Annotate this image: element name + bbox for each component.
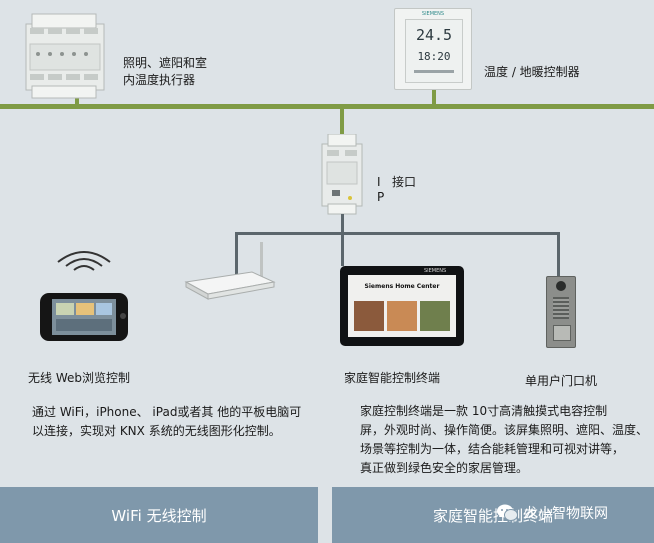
thermostat-screen: 24.5 18:20	[405, 19, 463, 83]
knx-bus-line	[0, 104, 654, 109]
wechat-icon	[496, 503, 518, 523]
footer-left-bar: WiFi 无线控制	[0, 487, 318, 543]
thermostat-device: SIEMENS 24.5 18:20	[394, 8, 472, 90]
thermostat-temperature: 24.5	[406, 26, 462, 44]
door-unit-label: 单用户门口机	[525, 372, 597, 391]
terminal-description: 家庭控制终端是一款 10寸高清触摸式电容控制 屏，外观时尚、操作简便。该屏集照明…	[360, 402, 652, 478]
ip-label-p: P	[377, 188, 384, 207]
smartphone-screen	[52, 299, 116, 335]
bus-drop-thermostat	[432, 88, 436, 106]
ip-interface-icon	[318, 134, 366, 216]
smartphone-home-button	[120, 313, 126, 319]
home-terminal-label: 家庭智能控制终端	[344, 369, 440, 388]
wifi-signal-icon	[52, 244, 116, 274]
router-icon	[182, 242, 278, 302]
home-terminal-screen: Siemens Home Center	[348, 275, 456, 337]
watermark-text: 龙小智物联网	[524, 503, 608, 523]
terminal-description-line1: 家庭控制终端是一款 10寸高清触摸式电容控制	[360, 402, 652, 421]
door-station-device	[546, 276, 576, 348]
home-terminal-brand: SIEMENS	[424, 268, 446, 274]
wire-trunk	[341, 214, 344, 234]
footer-left-title: WiFi 无线控制	[111, 505, 206, 526]
door-station-grille	[553, 297, 569, 319]
door-station-button	[553, 325, 571, 341]
terminal-description-line2: 屏，外观时尚、操作简便。该屏集照明、遮阳、温度、	[360, 421, 652, 440]
thermostat-time: 18:20	[406, 50, 462, 63]
wifi-description-line2: 以连接，实现对 KNX 系统的无线图形化控制。	[32, 422, 322, 441]
ip-label-text: 接口	[392, 173, 416, 192]
wire-horizontal	[235, 232, 560, 235]
door-station-camera	[556, 281, 566, 291]
wire-drop-door	[557, 232, 560, 278]
thermostat-brand: SIEMENS	[395, 11, 471, 17]
actuator-device-icon	[22, 10, 108, 100]
thermostat-label: 温度 / 地暖控制器	[484, 63, 580, 82]
wifi-description: 通过 WiFi，iPhone、 iPad或者其 他的平板电脑可 以连接，实现对 …	[32, 403, 322, 441]
home-terminal-device: SIEMENS Siemens Home Center	[340, 266, 464, 346]
thermostat-status-icons	[414, 70, 454, 73]
wire-drop-terminal	[341, 232, 344, 266]
wifi-description-line1: 通过 WiFi，iPhone、 iPad或者其 他的平板电脑可	[32, 403, 322, 422]
watermark: 龙小智物联网	[496, 502, 608, 524]
wifi-web-label: 无线 Web浏览控制	[28, 369, 130, 388]
actuator-label-line2: 内温度执行器	[123, 71, 195, 90]
home-terminal-screen-title: Siemens Home Center	[348, 283, 456, 290]
smartphone-device	[40, 293, 128, 341]
terminal-description-line4: 真正做到绿色安全的家居管理。	[360, 459, 652, 478]
terminal-description-line3: 场景等控制为一体，结合能耗管理和可视对讲等，	[360, 440, 652, 459]
